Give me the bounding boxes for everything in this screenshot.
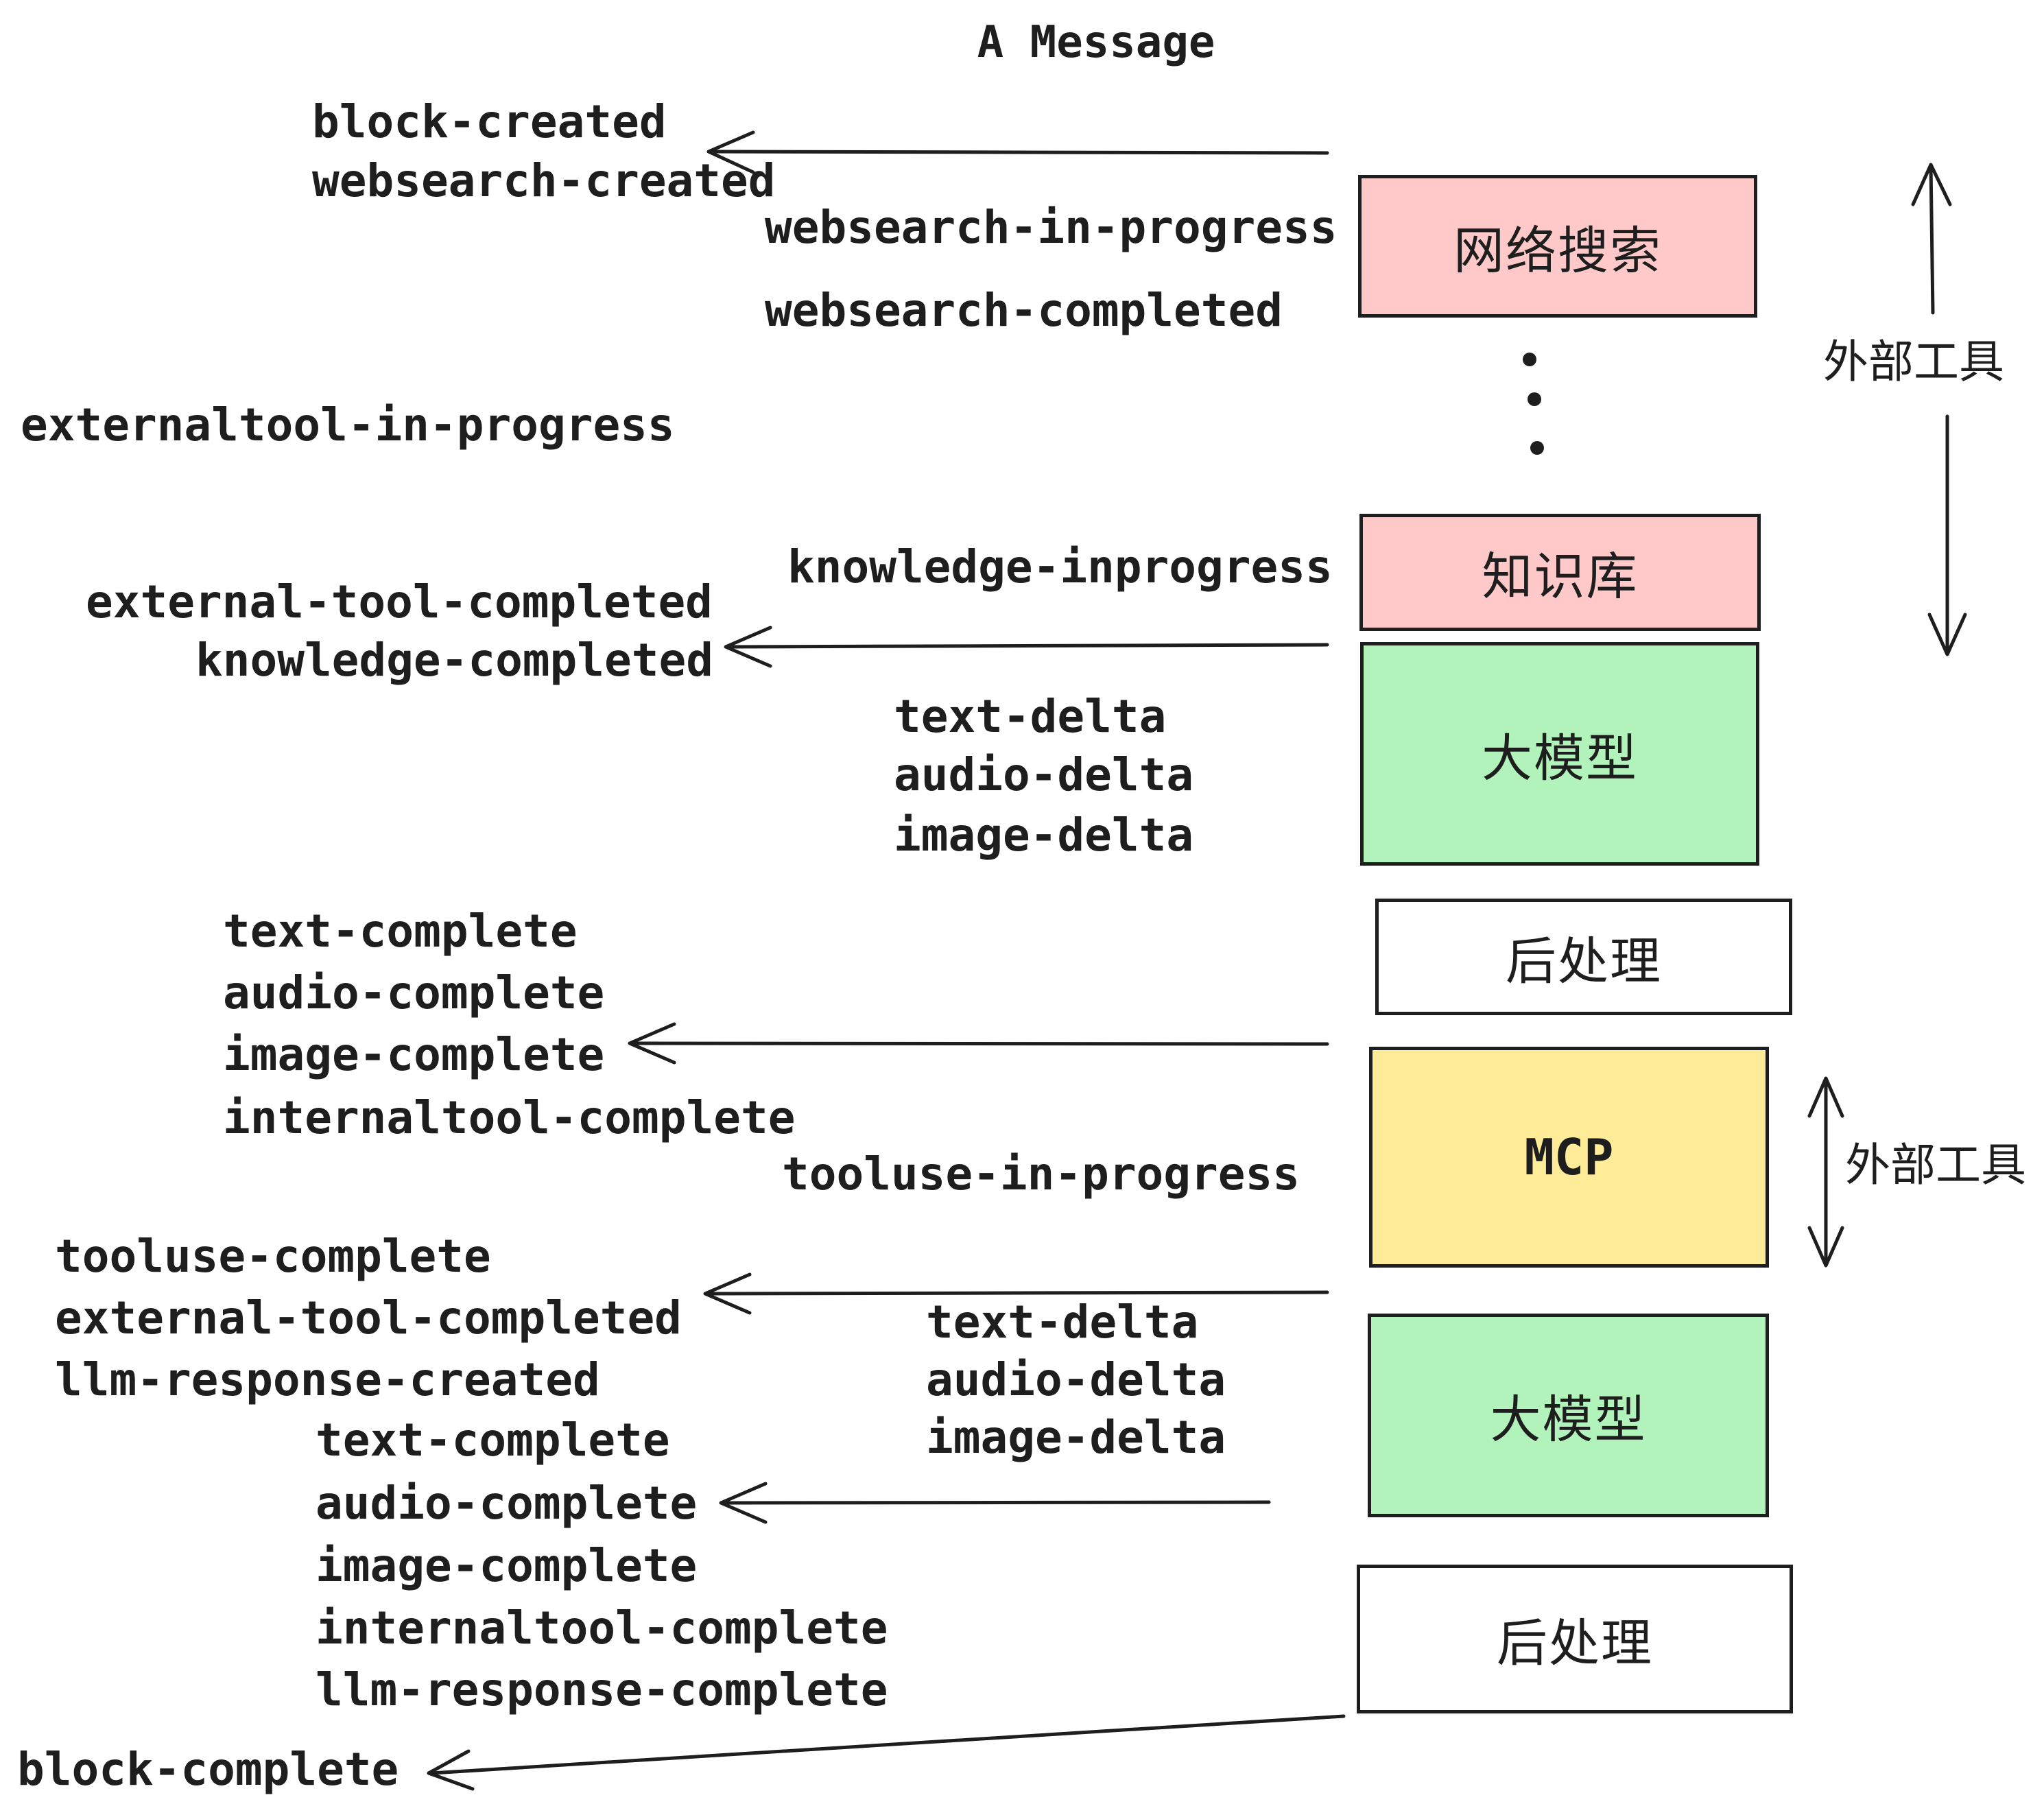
label-audio-delta: audio-delta: [894, 748, 1194, 801]
label-websearch-created: websearch-created: [312, 154, 776, 207]
label-audio-complete-2: audio-complete: [316, 1477, 698, 1530]
label-text-complete: text-complete: [223, 905, 578, 958]
box-web-search: 网络搜索: [1358, 175, 1757, 318]
label-audio-delta-2: audio-delta: [926, 1353, 1226, 1406]
arrow-websearch-created: [706, 130, 1329, 174]
label-text-complete-2: text-complete: [316, 1414, 670, 1467]
label-audio-complete: audio-complete: [223, 966, 605, 1019]
label-llm-response-complete: llm-response-complete: [316, 1663, 888, 1716]
label-block-complete: block-complete: [17, 1743, 399, 1796]
box-knowledge-base-label: 知识库: [1482, 547, 1639, 606]
double-arrow-external-tools-bottom: [1807, 1076, 1844, 1268]
box-post-processing-1: 后处理: [1375, 899, 1792, 1015]
label-websearch-in-progress: websearch-in-progress: [765, 201, 1338, 254]
label-internaltool-complete: internaltool-complete: [223, 1091, 796, 1144]
box-post-processing-2-label: 后处理: [1497, 1614, 1653, 1673]
label-text-delta-2: text-delta: [926, 1296, 1199, 1349]
box-post-processing-1-label: 后处理: [1506, 931, 1662, 991]
arrow-block-complete: [427, 1714, 1346, 1791]
label-external-tool-completed-2: external-tool-completed: [55, 1292, 682, 1344]
side-label-external-tools-bottom: 外部工具: [1845, 1139, 2026, 1191]
label-image-delta-2: image-delta: [926, 1411, 1226, 1464]
arrow-internal-complete: [628, 1022, 1329, 1065]
label-image-complete-2: image-complete: [316, 1539, 698, 1592]
label-tooluse-complete: tooluse-complete: [55, 1230, 491, 1283]
box-knowledge-base: 知识库: [1359, 514, 1761, 631]
label-image-delta: image-delta: [894, 809, 1194, 862]
box-llm-1: 大模型: [1360, 642, 1759, 866]
label-image-complete: image-complete: [223, 1028, 605, 1081]
side-label-external-tools-top: 外部工具: [1816, 325, 2011, 391]
arrow-knowledge-completed: [724, 626, 1329, 668]
box-post-processing-2: 后处理: [1357, 1565, 1793, 1713]
label-websearch-completed: websearch-completed: [765, 284, 1283, 337]
label-tooluse-in-progress: tooluse-in-progress: [782, 1148, 1300, 1200]
arrow-llm-complete: [719, 1482, 1271, 1524]
ellipsis-dots: [1523, 353, 1544, 455]
label-text-delta: text-delta: [894, 690, 1167, 743]
box-llm-1-label: 大模型: [1482, 728, 1638, 788]
label-knowledge-inprogress: knowledge-inprogress: [787, 541, 1333, 593]
box-mcp: MCP: [1369, 1047, 1769, 1268]
diagram-title: A Message: [977, 17, 1215, 68]
label-knowledge-completed: knowledge-completed: [195, 634, 713, 687]
label-externaltool-in-progress: externaltool-in-progress: [21, 399, 675, 451]
box-web-search-label: 网络搜索: [1453, 221, 1662, 281]
label-internaltool-complete-2: internaltool-complete: [316, 1602, 888, 1654]
box-llm-2-label: 大模型: [1490, 1390, 1647, 1449]
double-arrow-external-tools-top: [1911, 163, 1967, 656]
label-block-created: block-created: [312, 95, 667, 148]
box-mcp-label: MCP: [1524, 1128, 1614, 1186]
label-llm-response-created: llm-response-created: [55, 1353, 600, 1406]
box-llm-2: 大模型: [1368, 1314, 1769, 1517]
label-external-tool-completed: external-tool-completed: [86, 575, 713, 628]
